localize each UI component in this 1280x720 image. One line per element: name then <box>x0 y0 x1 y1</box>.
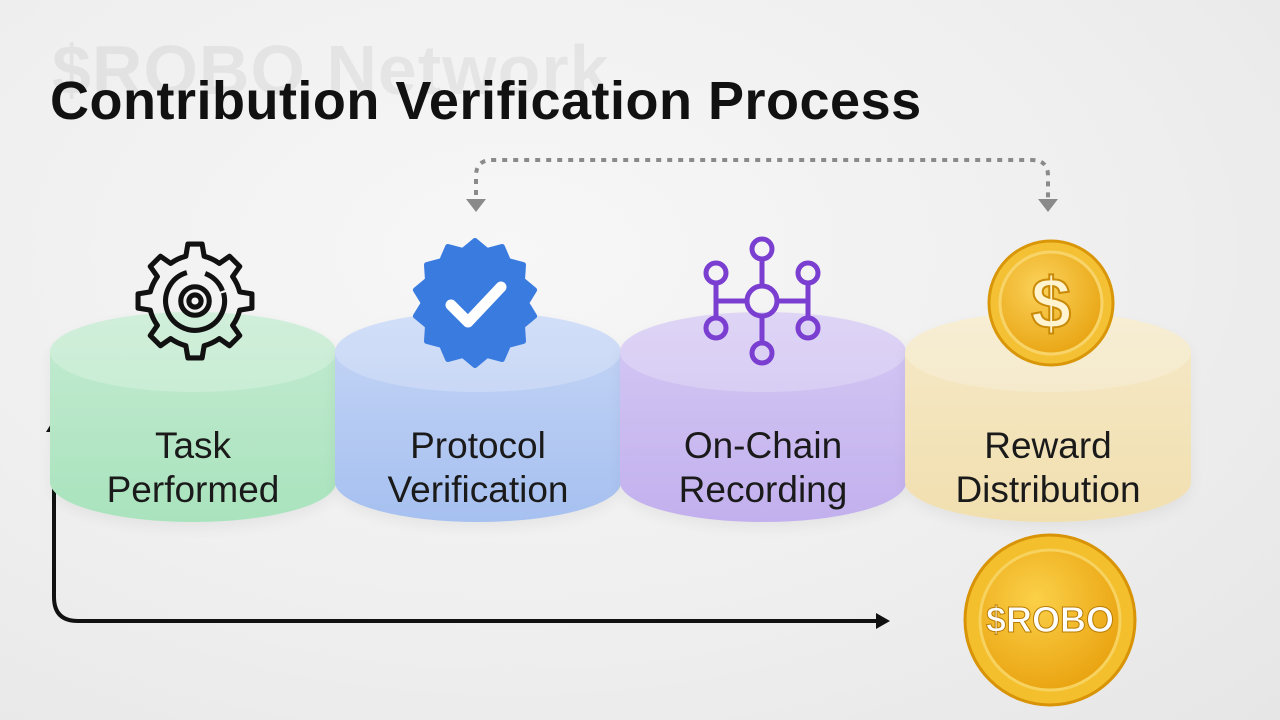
step-task-performed: Task Performed <box>50 312 336 522</box>
step-label: Reward Distribution <box>905 424 1191 512</box>
verified-badge-icon <box>413 238 537 368</box>
step-label: Protocol Verification <box>335 424 621 512</box>
loop-arrow <box>52 430 880 623</box>
dollar-coin-icon: $ <box>987 239 1115 367</box>
step-label: Task Performed <box>50 424 336 512</box>
page-title: Contribution Verification Process <box>50 71 922 131</box>
step-label: On-Chain Recording <box>620 424 906 512</box>
gear-icon <box>135 241 255 361</box>
step-label-line1: Task <box>154 425 232 466</box>
step-label-line1: On-Chain <box>683 425 843 466</box>
step-label-line2: Recording <box>678 469 848 510</box>
step-label-line2: Verification <box>387 469 569 510</box>
network-node-icon <box>703 236 821 366</box>
step-label-line1: Reward <box>984 425 1112 466</box>
step-label-line1: Protocol <box>410 425 546 466</box>
coin-dollar-sign: $ <box>1031 264 1071 344</box>
dotted-arrowhead-left <box>466 199 486 212</box>
step-label-line2: Performed <box>106 469 280 510</box>
dotted-feedback-arrow <box>474 158 1050 206</box>
loop-arrowhead-right <box>876 613 890 629</box>
dotted-arrowhead-right <box>1038 199 1058 212</box>
step-label-line2: Distribution <box>955 469 1141 510</box>
step-on-chain-recording: On-Chain Recording <box>620 312 906 522</box>
robo-token-coin: $ROBO <box>963 533 1137 707</box>
robo-token-label: $ROBO <box>986 599 1114 640</box>
watermark-text: $ROBO Network <box>52 31 610 109</box>
